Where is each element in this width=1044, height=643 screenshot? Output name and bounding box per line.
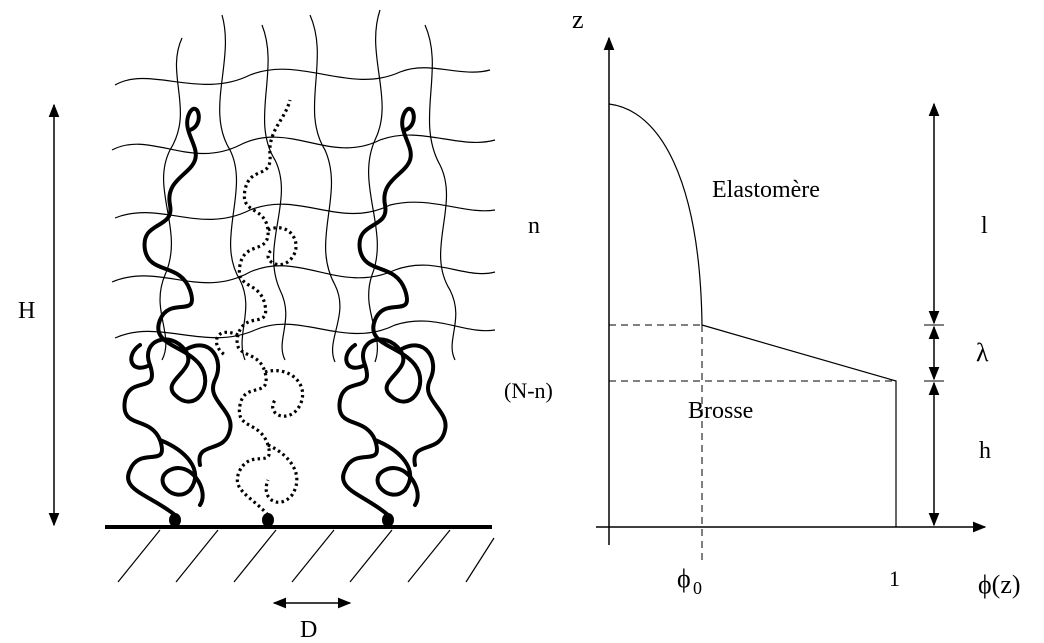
lambda-label: λ <box>976 338 989 367</box>
brush-label: Brosse <box>688 398 753 424</box>
profile-curve <box>608 103 897 527</box>
left-schematic: H D n (N-n) <box>18 9 553 643</box>
phi-axis-label: ϕ(z) <box>978 570 1021 599</box>
phi0-tick-label: ϕ 0 <box>677 564 702 598</box>
z-axis-label: z <box>572 5 584 34</box>
elastomer-label: Elastomère <box>712 177 820 203</box>
profile-plot: z ϕ(z) ϕ 0 1 Elastomère Brosse l λ h <box>572 5 1021 599</box>
brush-chain-middle <box>214 99 305 517</box>
one-tick-label: 1 <box>889 566 900 591</box>
svg-text:ϕ: ϕ <box>677 564 691 593</box>
spacing-label: D <box>300 617 317 643</box>
upper-chain-label: n <box>528 213 540 239</box>
brush-chain-right <box>337 107 448 517</box>
substrate-hatching <box>117 529 495 583</box>
brush-chain-left <box>122 107 233 517</box>
anchor-points <box>169 513 394 527</box>
lower-chain-label: (N-n) <box>504 378 553 403</box>
height-label: H <box>18 298 35 324</box>
l-label: l <box>981 213 988 239</box>
h-label: h <box>979 438 991 464</box>
svg-text:0: 0 <box>693 578 702 598</box>
